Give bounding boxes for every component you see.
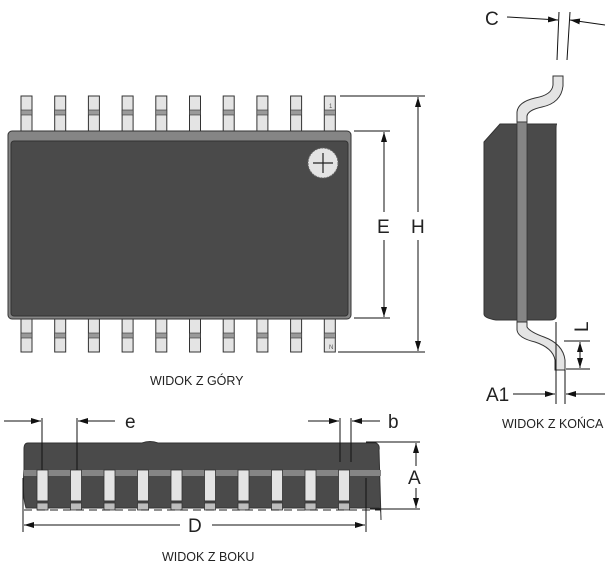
lead bbox=[222, 317, 235, 353]
lead bbox=[155, 317, 168, 353]
top-view-upper-leads bbox=[20, 95, 336, 133]
dimension-b-label: b bbox=[388, 412, 399, 433]
lead bbox=[20, 317, 33, 353]
dimension-A1-label: A1 bbox=[486, 385, 509, 406]
lead bbox=[54, 95, 67, 133]
dimension-L: L bbox=[564, 321, 593, 370]
lead bbox=[121, 95, 134, 133]
pin-marker-last: N bbox=[329, 345, 333, 351]
dimension-C: C bbox=[485, 9, 606, 61]
top-view-caption: WIDOK Z GÓRY bbox=[150, 373, 244, 388]
lead bbox=[189, 95, 201, 133]
dimension-A-label: A bbox=[408, 468, 421, 489]
pin1-indicator-icon bbox=[307, 147, 339, 179]
dimension-A: A bbox=[366, 441, 421, 510]
dimension-C-label: C bbox=[485, 9, 499, 30]
side-view-parting-line bbox=[24, 470, 381, 476]
lead bbox=[237, 469, 250, 511]
lead bbox=[121, 317, 134, 353]
lead bbox=[290, 317, 303, 353]
side-view-caption: WIDOK Z BOKU bbox=[162, 550, 254, 564]
lead bbox=[87, 317, 100, 353]
lead bbox=[87, 95, 100, 133]
dimension-D-label: D bbox=[188, 516, 202, 537]
end-view: C L A1 WIDOK Z KOŃCA bbox=[483, 9, 606, 431]
end-view-lower-lead bbox=[516, 321, 566, 371]
lead bbox=[103, 469, 116, 511]
pin-marker-first: 1 bbox=[329, 104, 333, 110]
side-view: e b A D WIDOK Z BOKU bbox=[4, 412, 421, 564]
lead bbox=[271, 469, 283, 511]
lead bbox=[70, 469, 82, 511]
dimension-A1: A1 bbox=[486, 322, 605, 406]
end-view-upper-lead bbox=[516, 75, 564, 123]
lead bbox=[155, 95, 168, 133]
lead bbox=[54, 317, 67, 353]
top-view: 1 N E H WIDOK Z GÓRY bbox=[7, 95, 425, 388]
lead bbox=[256, 95, 269, 133]
end-view-caption: WIDOK Z KOŃCA bbox=[502, 416, 604, 431]
end-view-lead-shank bbox=[516, 121, 528, 323]
dimension-b: b bbox=[308, 412, 399, 462]
lead bbox=[290, 95, 303, 133]
dimension-H: H bbox=[338, 95, 425, 353]
dimension-D: D bbox=[22, 478, 367, 537]
dimension-e-label: e bbox=[125, 412, 136, 433]
lead bbox=[222, 95, 235, 133]
dimension-L-label: L bbox=[572, 321, 593, 332]
dimension-H-label: H bbox=[411, 217, 425, 238]
lead bbox=[20, 95, 33, 133]
side-view-leads bbox=[36, 469, 350, 511]
dimension-E: E bbox=[354, 130, 390, 319]
lead bbox=[256, 317, 269, 353]
lead bbox=[204, 469, 216, 511]
dimension-e: e bbox=[4, 412, 136, 470]
lead bbox=[338, 469, 350, 511]
top-view-body bbox=[10, 140, 349, 317]
dimension-E-label: E bbox=[377, 217, 390, 238]
lead bbox=[170, 469, 183, 511]
lead bbox=[304, 469, 317, 511]
lead bbox=[189, 317, 201, 353]
lead bbox=[137, 469, 149, 511]
top-view-lower-leads bbox=[20, 317, 336, 353]
lead bbox=[36, 469, 49, 511]
lead bbox=[323, 95, 336, 133]
